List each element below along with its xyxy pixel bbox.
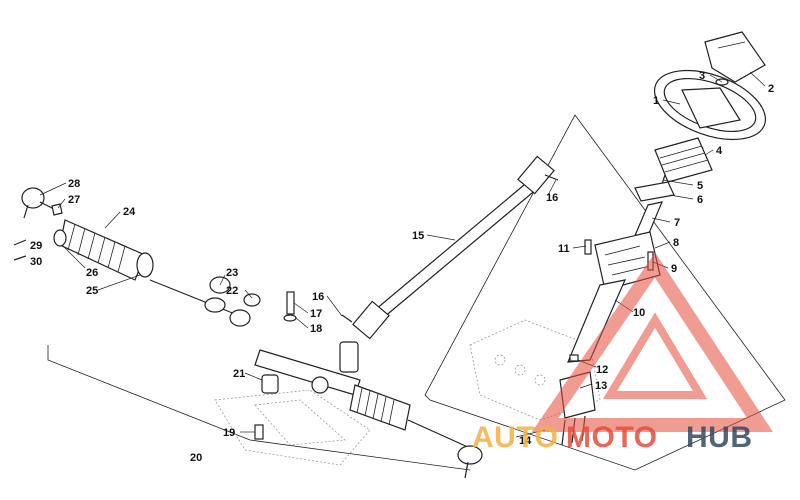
callout-28: 28 xyxy=(68,178,80,190)
rack-boot-left xyxy=(59,219,146,281)
callout-7: 7 xyxy=(674,217,680,229)
bolt-11 xyxy=(584,239,592,255)
callout-1: 1 xyxy=(653,95,659,107)
callout-13: 13 xyxy=(595,380,607,392)
callout-12: 12 xyxy=(596,364,608,376)
nut-12 xyxy=(569,354,579,362)
column-boot xyxy=(654,137,713,183)
chassis-ghost-lower xyxy=(214,389,371,466)
horn-pad xyxy=(704,31,766,83)
inner-tie-rod-left xyxy=(149,279,251,327)
bearing-plate xyxy=(634,181,675,202)
clamp-25 xyxy=(136,252,154,278)
bolt-17 xyxy=(286,291,295,315)
callout-29: 29 xyxy=(30,240,42,252)
callout-labels: 1 2 3 4 5 6 7 8 9 10 11 12 13 14 15 16 1… xyxy=(30,70,774,464)
callout-23: 23 xyxy=(226,267,238,279)
callout-27: 27 xyxy=(68,194,80,206)
callout-19: 19 xyxy=(223,427,235,439)
tie-rod-right xyxy=(407,419,471,449)
callout-30: 30 xyxy=(30,256,42,268)
callout-21: 21 xyxy=(233,368,245,380)
tie-rod-end-right xyxy=(457,445,483,479)
callout-10: 10 xyxy=(633,307,645,319)
callout-25: 25 xyxy=(86,285,98,297)
callout-14: 14 xyxy=(519,435,532,447)
watermark-hub: HUB xyxy=(686,421,753,454)
screw-16-lower xyxy=(341,314,353,323)
callout-3: 3 xyxy=(699,70,705,82)
callout-17: 17 xyxy=(310,308,322,320)
bolt-19 xyxy=(254,424,264,440)
intermediate-shaft xyxy=(352,155,555,340)
callout-15: 15 xyxy=(412,230,424,242)
watermark-logo xyxy=(531,252,773,432)
chassis-ghost-right xyxy=(469,319,601,421)
watermark-inner-triangle-icon xyxy=(602,312,708,399)
tie-rod-end-left xyxy=(21,187,61,219)
clamp-26 xyxy=(53,229,67,247)
callout-5: 5 xyxy=(697,180,703,192)
steering-rack xyxy=(254,341,361,396)
callout-20: 20 xyxy=(190,452,202,464)
watermark-auto: AUTO xyxy=(472,421,558,454)
callout-26: 26 xyxy=(86,267,98,279)
steering-wheel xyxy=(653,69,767,141)
nut-30 xyxy=(13,255,27,261)
watermark-triangle-icon xyxy=(531,252,773,432)
rack-group-bracket xyxy=(47,345,471,471)
callout-9: 9 xyxy=(671,263,677,275)
washer-18 xyxy=(283,314,297,322)
callout-16-upper: 16 xyxy=(546,192,558,204)
callout-6: 6 xyxy=(697,194,703,206)
jam-nut-27 xyxy=(51,203,63,216)
callout-8: 8 xyxy=(673,237,679,249)
callout-18: 18 xyxy=(310,323,322,335)
callout-16-lower: 16 xyxy=(312,291,324,303)
callout-24: 24 xyxy=(123,206,136,218)
watermark-moto: MOTO xyxy=(566,421,657,454)
callout-2: 2 xyxy=(768,83,774,95)
rack-boot-right xyxy=(349,384,411,431)
cotter-pin-29 xyxy=(13,239,27,246)
bushing-21 xyxy=(261,374,279,394)
watermark-text: AUTO MOTO HUB xyxy=(472,421,753,454)
callout-22: 22 xyxy=(226,285,238,297)
callout-11: 11 xyxy=(558,243,570,255)
callout-4: 4 xyxy=(716,145,723,157)
screw-16-upper xyxy=(544,174,559,181)
column-group-frame xyxy=(424,114,786,471)
